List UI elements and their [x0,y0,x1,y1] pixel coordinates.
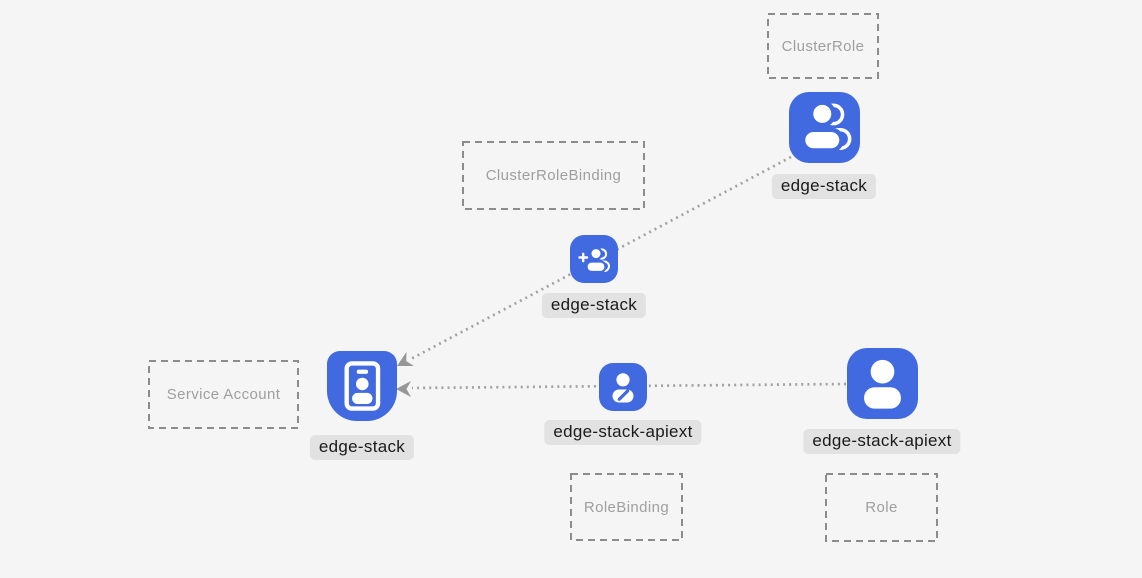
node-label-role-binding: edge-stack-apiext [544,420,702,445]
edge-role-to-serviceaccount [411,382,847,390]
node-label-role: edge-stack-apiext [803,429,961,454]
id-badge-icon [344,361,381,411]
role-binding-box-border [570,473,683,541]
user-icon [864,359,901,409]
node-cluster-role-binding[interactable] [570,235,618,283]
users-icon [800,100,852,153]
node-role[interactable] [847,348,918,419]
node-cluster-role[interactable] [789,92,860,163]
edge-clusterrole-to-serviceaccount [408,155,792,362]
node-label-cluster-role: edge-stack [771,174,877,199]
user-edit-icon [612,373,634,403]
role-box-border [825,473,938,542]
cluster-role-box-border [767,13,879,79]
cluster-role-binding-box-border [462,141,645,210]
node-role-binding[interactable] [599,363,647,411]
user-plus-icon [578,246,610,274]
node-label-service-account: edge-stack [309,435,415,460]
arrowhead-upper [397,351,414,367]
node-label-cluster-role-binding: edge-stack [541,293,647,318]
node-service-account[interactable] [327,351,397,421]
service-account-box-border [148,360,299,429]
arrowhead-lower [396,381,411,397]
